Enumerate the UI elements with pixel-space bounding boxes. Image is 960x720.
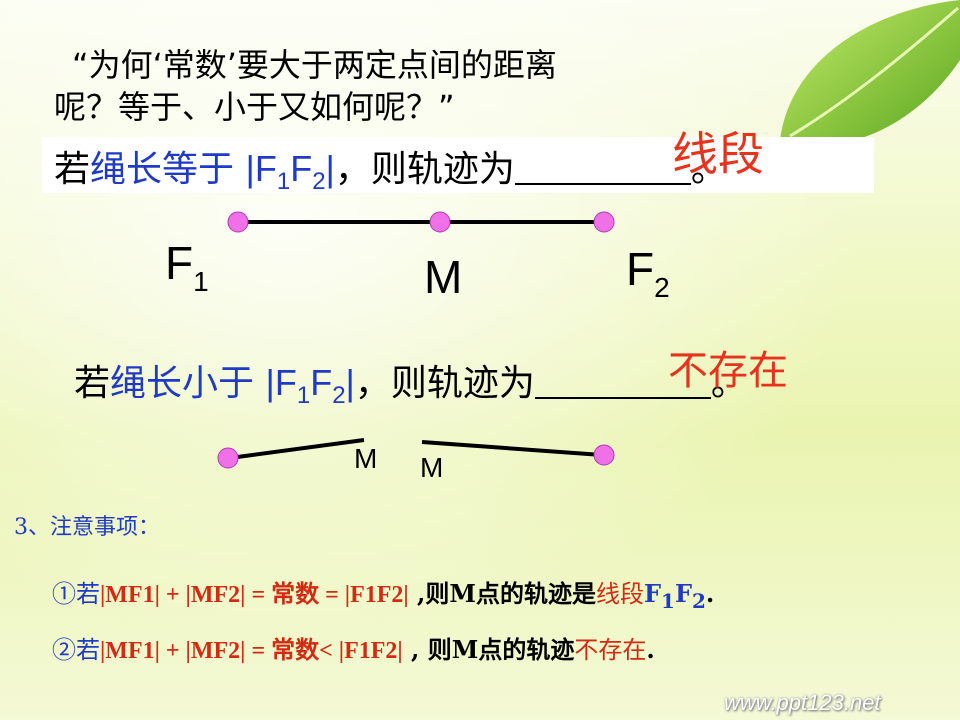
point-f2	[593, 211, 615, 233]
point-left	[217, 447, 239, 469]
question-line-1: “为何‘常数’要大于两定点间的距离	[72, 46, 557, 84]
rope-left	[229, 438, 365, 460]
note-item-1: ①若|MF1| + |MF2| = 常数 = |F1F2| ,则M点的轨迹是线段…	[52, 579, 715, 613]
note-item-2: ②若|MF1| + |MF2| = 常数< |F1F2| , 则M点的轨迹不存在…	[52, 635, 655, 664]
case-equal-prefix: 若	[54, 149, 91, 190]
point-right	[593, 444, 615, 466]
watermark: www.ppt123.net	[724, 690, 881, 715]
case-equal-suffix: ，则轨迹为	[334, 149, 515, 190]
label-m: M	[424, 251, 463, 303]
label-m-left: M	[354, 443, 378, 474]
point-f1	[227, 211, 249, 233]
note-2-result: 不存在	[574, 636, 647, 664]
note-1-result: 线段	[595, 580, 644, 608]
case-equal-answer: 线段	[672, 127, 764, 181]
case-less-answer: 不存在	[668, 348, 788, 394]
case-less-condition: 绳长小于	[110, 363, 255, 404]
label-m-right: M	[420, 452, 444, 483]
case-equal-abs: |F1F2|	[245, 148, 335, 195]
answer-blank	[514, 155, 691, 185]
rope-right	[421, 440, 603, 457]
note-1-formula: |MF1| + |MF2| = 常数 = |F1F2|	[100, 582, 409, 608]
label-f1: F1	[165, 237, 209, 297]
case-less-statement: 若绳长小于 |F1F2|，则轨迹为。	[74, 362, 747, 409]
notes-heading: 3、注意事项：	[14, 515, 160, 540]
answer-blank	[534, 369, 711, 399]
case-equal-highlight-box	[42, 137, 874, 193]
case-less-abs: |F1F2|	[265, 362, 355, 409]
case-equal-statement: 若绳长等于 |F1F2|，则轨迹为。	[54, 148, 727, 195]
case-equal-condition: 绳长等于	[90, 149, 235, 190]
leaf-decoration	[780, 0, 960, 146]
label-f2: F2	[626, 243, 670, 303]
question-line-2: 呢？等于、小于又如何呢？”	[54, 88, 455, 126]
note-2-formula: |MF1| + |MF2| = 常数< |F1F2|	[100, 638, 403, 664]
point-m	[429, 211, 451, 233]
